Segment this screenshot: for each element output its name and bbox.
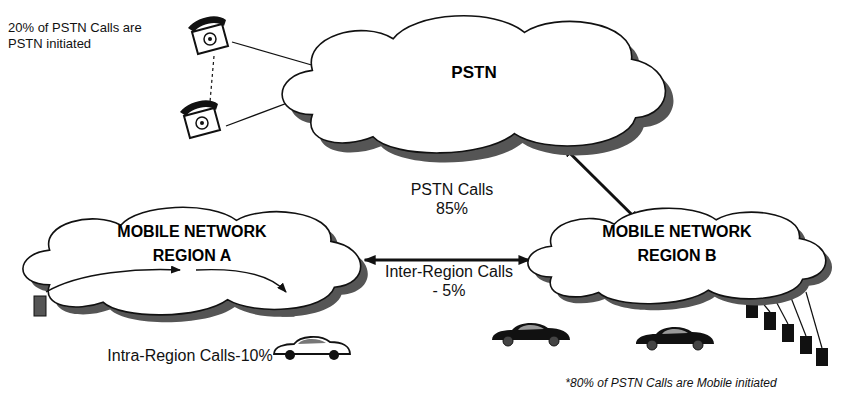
call-arrow <box>232 42 322 68</box>
network-name: MOBILE NETWORK REGION A <box>107 220 277 268</box>
car <box>274 337 350 360</box>
network-name: PSTN <box>414 60 534 86</box>
network-cloud: MOBILE NETWORK REGION B <box>520 200 834 310</box>
dotted-line <box>210 56 214 102</box>
note-label: 20% of PSTN Calls are PSTN initiated <box>8 20 178 51</box>
note-label: PSTN Calls 85% <box>400 180 504 218</box>
network-name: MOBILE NETWORK REGION B <box>592 220 762 268</box>
handset <box>34 296 46 316</box>
call-connector <box>563 146 639 222</box>
network-cloud: PSTN <box>272 4 676 162</box>
network-cloud: MOBILE NETWORK REGION A <box>14 198 370 322</box>
note-label: Inter-Region Calls - 5% <box>384 262 514 300</box>
note-label: Intra-Region Calls-10% <box>80 346 300 365</box>
car <box>492 323 570 346</box>
desk-phone <box>188 16 228 54</box>
call-connector <box>365 259 530 262</box>
note-label: *80% of PSTN Calls are Mobile initiated <box>556 376 786 390</box>
desk-phone <box>180 100 220 138</box>
cloud-outline <box>272 4 676 162</box>
car <box>636 327 714 350</box>
